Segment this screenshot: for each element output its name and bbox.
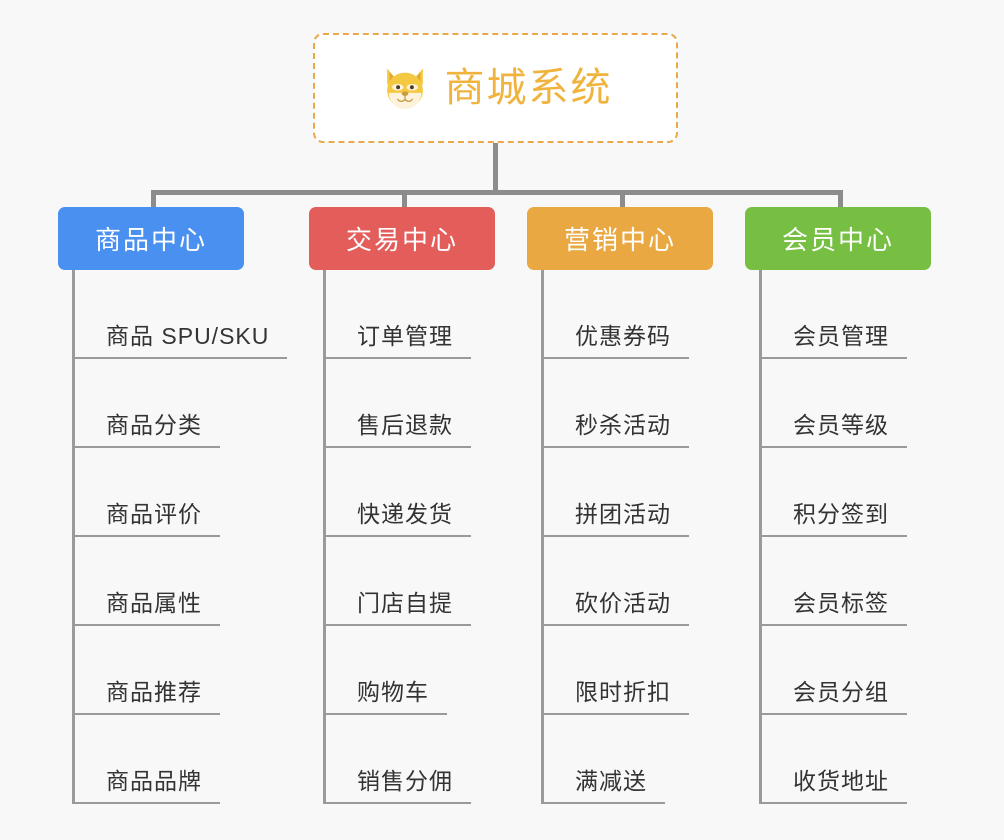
item-rule <box>541 624 575 626</box>
list-item-label: 门店自提 <box>355 584 471 626</box>
list-item-label: 会员等级 <box>791 406 907 448</box>
item-column-marketing: 优惠券码 秒杀活动 拼团活动 砍价活动 限时折扣 满减送 <box>541 270 761 804</box>
list-item[interactable]: 秒杀活动 <box>541 359 761 448</box>
item-rule <box>759 713 793 715</box>
column-rail <box>759 270 762 804</box>
list-item[interactable]: 门店自提 <box>323 537 543 626</box>
root-node-content: 商城系统 <box>379 62 613 114</box>
list-item-label: 商品 SPU/SKU <box>104 317 288 359</box>
item-rule <box>541 446 575 448</box>
item-rule <box>759 535 793 537</box>
list-item[interactable]: 商品属性 <box>72 537 292 626</box>
list-item[interactable]: 商品分类 <box>72 359 292 448</box>
item-rule <box>759 802 793 804</box>
item-column-product: 商品 SPU/SKU 商品分类 商品评价 商品属性 商品推荐 商品品牌 <box>72 270 292 804</box>
item-rule <box>323 535 357 537</box>
connector-drop-3 <box>620 190 625 212</box>
item-rule <box>759 624 793 626</box>
item-rule <box>541 802 575 804</box>
list-item-label: 快递发货 <box>355 495 471 537</box>
item-rule <box>323 357 357 359</box>
root-title: 商城系统 <box>444 66 613 110</box>
list-item[interactable]: 拼团活动 <box>541 448 761 537</box>
item-rule <box>541 713 575 715</box>
list-item[interactable]: 会员分组 <box>759 626 979 715</box>
category-header-trade[interactable]: 交易中心 <box>309 207 495 270</box>
list-item-label: 收货地址 <box>791 762 907 804</box>
list-item-label: 售后退款 <box>355 406 471 448</box>
list-item-label: 会员分组 <box>791 673 907 715</box>
item-rule <box>759 357 793 359</box>
category-header-label: 营销中心 <box>563 225 676 255</box>
list-item-label: 商品属性 <box>104 584 220 626</box>
list-item-label: 订单管理 <box>355 317 471 359</box>
category-header-marketing[interactable]: 营销中心 <box>527 207 713 270</box>
list-item-label: 满减送 <box>573 762 665 804</box>
list-item-label: 限时折扣 <box>573 673 689 715</box>
column-rail <box>541 270 544 804</box>
list-item-label: 商品分类 <box>104 406 220 448</box>
item-rule <box>323 802 357 804</box>
list-item[interactable]: 商品品牌 <box>72 715 292 804</box>
column-rail <box>72 270 75 804</box>
list-item[interactable]: 限时折扣 <box>541 626 761 715</box>
list-item[interactable]: 收货地址 <box>759 715 979 804</box>
list-item[interactable]: 满减送 <box>541 715 761 804</box>
list-item[interactable]: 优惠券码 <box>541 270 761 359</box>
list-item[interactable]: 购物车 <box>323 626 543 715</box>
item-rule <box>72 802 106 804</box>
list-item-label: 秒杀活动 <box>573 406 689 448</box>
connector-drop-4 <box>838 190 843 212</box>
item-rule <box>72 624 106 626</box>
list-item[interactable]: 积分签到 <box>759 448 979 537</box>
list-item-label: 商品推荐 <box>104 673 220 715</box>
category-header-label: 交易中心 <box>345 225 458 255</box>
item-rule <box>72 535 106 537</box>
item-rule <box>541 535 575 537</box>
item-rule <box>323 624 357 626</box>
list-item-label: 会员管理 <box>791 317 907 359</box>
list-item[interactable]: 销售分佣 <box>323 715 543 804</box>
list-item[interactable]: 会员管理 <box>759 270 979 359</box>
list-item-label: 拼团活动 <box>573 495 689 537</box>
item-rule <box>323 446 357 448</box>
list-item-label: 购物车 <box>355 673 447 715</box>
category-header-label: 会员中心 <box>781 225 894 255</box>
shiba-dog-face-icon <box>379 62 431 114</box>
list-item-label: 优惠券码 <box>573 317 689 359</box>
category-header-member[interactable]: 会员中心 <box>745 207 931 270</box>
list-item[interactable]: 快递发货 <box>323 448 543 537</box>
list-item[interactable]: 售后退款 <box>323 359 543 448</box>
list-item-label: 商品评价 <box>104 495 220 537</box>
list-item-label: 积分签到 <box>791 495 907 537</box>
connector-drop-2 <box>402 190 407 212</box>
item-column-trade: 订单管理 售后退款 快递发货 门店自提 购物车 销售分佣 <box>323 270 543 804</box>
column-rail <box>323 270 326 804</box>
list-item[interactable]: 订单管理 <box>323 270 543 359</box>
list-item[interactable]: 砍价活动 <box>541 537 761 626</box>
list-item[interactable]: 会员标签 <box>759 537 979 626</box>
list-item[interactable]: 商品推荐 <box>72 626 292 715</box>
item-column-member: 会员管理 会员等级 积分签到 会员标签 会员分组 收货地址 <box>759 270 979 804</box>
connector-root-stem <box>493 143 498 193</box>
list-item-label: 会员标签 <box>791 584 907 626</box>
item-rule <box>72 446 106 448</box>
connector-drop-1 <box>151 190 156 212</box>
list-item[interactable]: 商品 SPU/SKU <box>72 270 292 359</box>
item-rule <box>72 357 106 359</box>
item-rule <box>72 713 106 715</box>
connector-horizontal-bar <box>151 190 838 195</box>
root-node[interactable]: 商城系统 <box>313 33 678 143</box>
item-rule <box>759 446 793 448</box>
list-item[interactable]: 商品评价 <box>72 448 292 537</box>
item-rule <box>541 357 575 359</box>
list-item-label: 砍价活动 <box>573 584 689 626</box>
category-header-product[interactable]: 商品中心 <box>58 207 244 270</box>
list-item[interactable]: 会员等级 <box>759 359 979 448</box>
list-item-label: 销售分佣 <box>355 762 471 804</box>
item-rule <box>323 713 357 715</box>
list-item-label: 商品品牌 <box>104 762 220 804</box>
category-header-label: 商品中心 <box>94 225 207 255</box>
